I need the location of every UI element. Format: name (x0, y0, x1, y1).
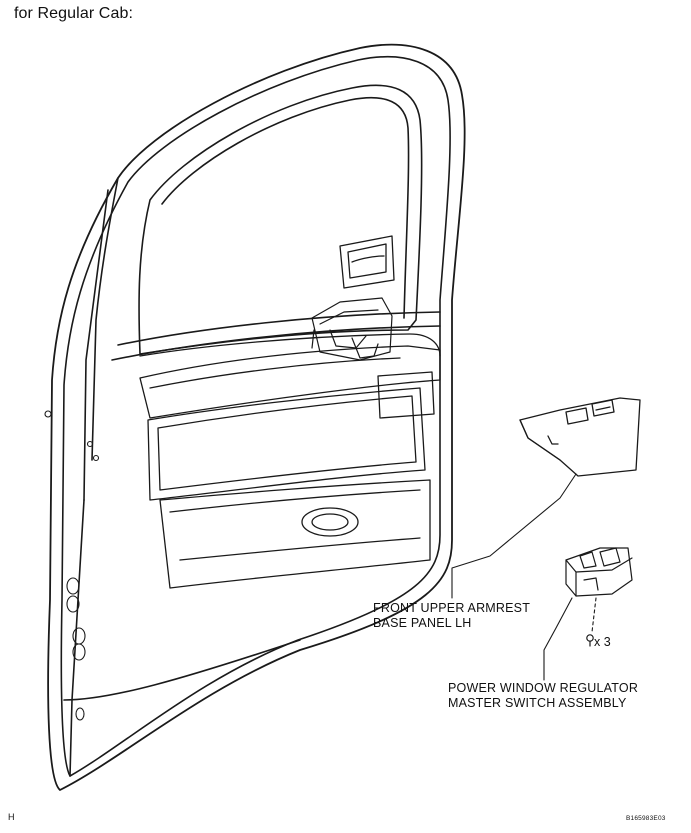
door-trim-panel (139, 333, 441, 589)
inside-door-handle (339, 235, 395, 289)
armrest-panel-label-line1: FRONT UPPER ARMREST (373, 601, 531, 615)
corner-letter: H (8, 812, 15, 822)
leader-lines (451, 473, 597, 681)
screw-icon (586, 634, 594, 647)
figure-id: B165983E03 (626, 815, 666, 822)
armrest-opening (311, 297, 393, 361)
figure-heading: for Regular Cab: (14, 5, 133, 22)
master-switch-assembly (565, 547, 633, 597)
armrest-base-panel (519, 397, 641, 477)
master-switch-label-line2: MASTER SWITCH ASSEMBLY (448, 696, 627, 710)
master-switch-callout: POWER WINDOW REGULATOR MASTER SWITCH ASS… (448, 681, 638, 711)
master-switch-label-line1: POWER WINDOW REGULATOR (448, 681, 639, 695)
screw-quantity: x 3 (594, 635, 611, 649)
armrest-panel-label-line2: BASE PANEL LH (373, 616, 472, 630)
door-frame (47, 43, 466, 791)
armrest-panel-callout: FRONT UPPER ARMREST BASE PANEL LH (373, 601, 530, 631)
door-pillar-holes (44, 410, 100, 721)
